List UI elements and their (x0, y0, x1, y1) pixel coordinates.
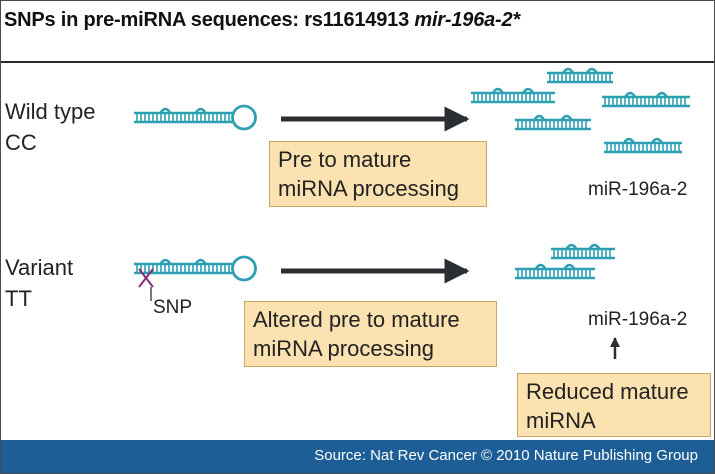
variant-label: Variant (5, 255, 74, 280)
variant-mature-mirna-cluster (515, 243, 615, 280)
mature-mirna-duplex (547, 67, 613, 84)
source-footer-bar: Source: Nat Rev Cancer © 2010 Nature Pub… (1, 440, 714, 473)
mature-mirna-duplex (604, 137, 682, 154)
snp-marker (138, 268, 154, 301)
title-divider (1, 61, 714, 63)
mature-mirna-duplex (602, 91, 690, 108)
mature-mirna-duplex (515, 263, 595, 280)
hairpin-loop (231, 255, 257, 282)
variant-process-line1: Altered pre to mature (253, 307, 460, 332)
figure-title: SNPs in pre-miRNA sequences: rs11614913 … (4, 9, 521, 31)
hairpin-stem (134, 258, 232, 275)
variant-product-label: miR-196a-2 (588, 309, 688, 330)
wild-type-genotype: CC (5, 130, 37, 155)
wild-type-label: Wild type (5, 99, 96, 124)
wild-type-pre-mirna-hairpin (134, 104, 257, 131)
mature-mirna-duplex (515, 114, 591, 131)
hairpin-loop (231, 104, 257, 131)
reduced-mature-line1: Reduced mature (526, 379, 689, 404)
variant-process-line2: miRNA processing (253, 336, 434, 361)
snp-label: SNP (153, 297, 193, 318)
reduced-mature-box: Reduced mature miRNA (517, 373, 711, 437)
wild-type-product-label: miR-196a-2 (588, 179, 688, 200)
mature-mirna-duplex (551, 243, 615, 260)
variant-process-box: Altered pre to mature miRNA processing (244, 301, 497, 367)
reduced-mature-line2: miRNA (526, 408, 596, 433)
variant-genotype: TT (5, 286, 32, 311)
gene-name: mir-196a-2* (414, 9, 521, 31)
wild-type-process-box: Pre to mature miRNA processing (269, 141, 487, 207)
wild-type-mature-mirna-cluster (471, 67, 690, 154)
mature-mirna-duplex (471, 87, 555, 104)
source-credit: Source: Nat Rev Cancer © 2010 Nature Pub… (314, 447, 698, 464)
hairpin-stem (134, 107, 232, 124)
wild-type-process-line2: miRNA processing (278, 176, 459, 201)
wild-type-process-line1: Pre to mature (278, 147, 412, 172)
